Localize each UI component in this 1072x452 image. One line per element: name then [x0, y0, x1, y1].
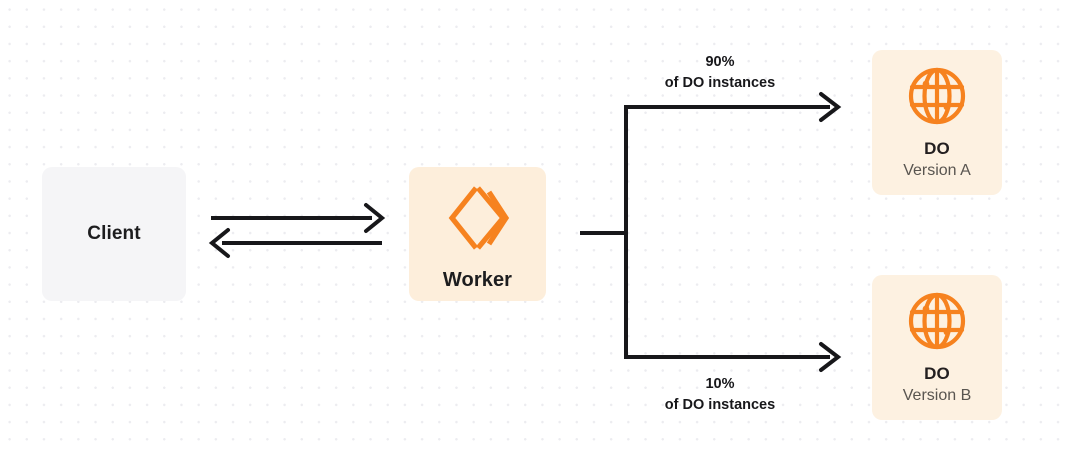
edge-label-do-b: 10% of DO instances	[656, 374, 784, 416]
node-do-version-a: DO Version A	[872, 50, 1002, 195]
edge-label-do-a: 90% of DO instances	[656, 52, 784, 94]
node-client: Client	[42, 167, 186, 301]
edge-label-do-b-description: of DO instances	[664, 397, 776, 414]
globe-icon	[906, 290, 968, 352]
edge-worker-to-do-b	[624, 342, 842, 372]
globe-icon	[906, 65, 968, 127]
edge-label-do-a-description: of DO instances	[664, 75, 776, 92]
node-client-label: Client	[87, 223, 141, 244]
edge-label-do-a-percent: 90%	[705, 54, 735, 70]
node-do-version-b: DO Version B	[872, 275, 1002, 420]
node-do-a-sublabel: Version A	[903, 162, 971, 179]
node-worker-label: Worker	[442, 268, 513, 291]
edge-client-to-worker	[211, 203, 386, 233]
edge-worker-split-bus	[580, 105, 628, 359]
node-do-b-label: DO	[924, 364, 950, 383]
edge-label-do-b-percent: 10%	[705, 376, 735, 392]
node-worker: Worker	[409, 167, 546, 301]
node-do-b-sublabel: Version B	[902, 387, 972, 404]
edge-worker-to-client	[208, 228, 382, 258]
cloudflare-workers-icon	[445, 183, 511, 253]
edge-worker-to-do-a	[624, 92, 842, 122]
node-do-a-label: DO	[924, 139, 950, 158]
